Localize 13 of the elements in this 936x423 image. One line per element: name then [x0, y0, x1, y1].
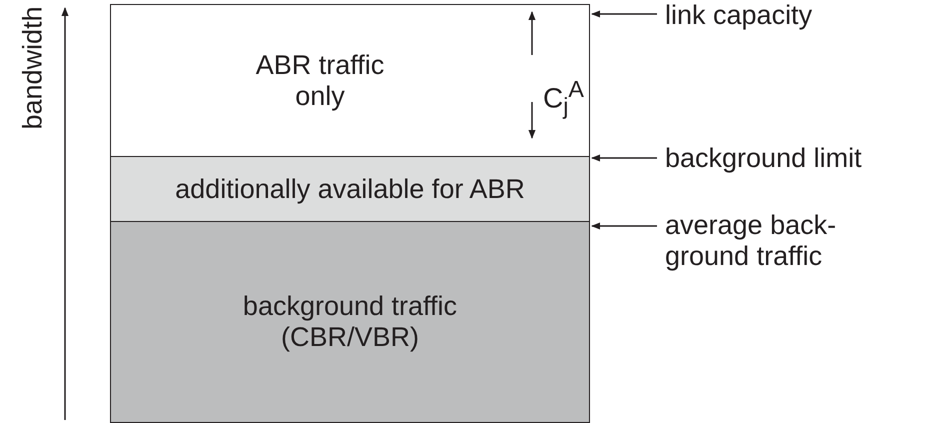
- band-label: ABR traffic only: [254, 50, 386, 112]
- band: [110, 156, 590, 222]
- annotation-text: background limit: [665, 143, 935, 174]
- band-label: background traffic (CBR/VBR): [242, 291, 458, 353]
- band: [110, 4, 590, 157]
- band: [110, 221, 590, 423]
- annotation-text: average back-ground traffic: [665, 210, 875, 272]
- arrow: [591, 10, 657, 18]
- annotation-text: link capacity: [665, 0, 925, 31]
- arrow: [591, 154, 657, 162]
- band-label: additionally available for ABR: [175, 174, 525, 204]
- arrow: [591, 222, 657, 230]
- axis-label: bandwidth: [18, 10, 48, 130]
